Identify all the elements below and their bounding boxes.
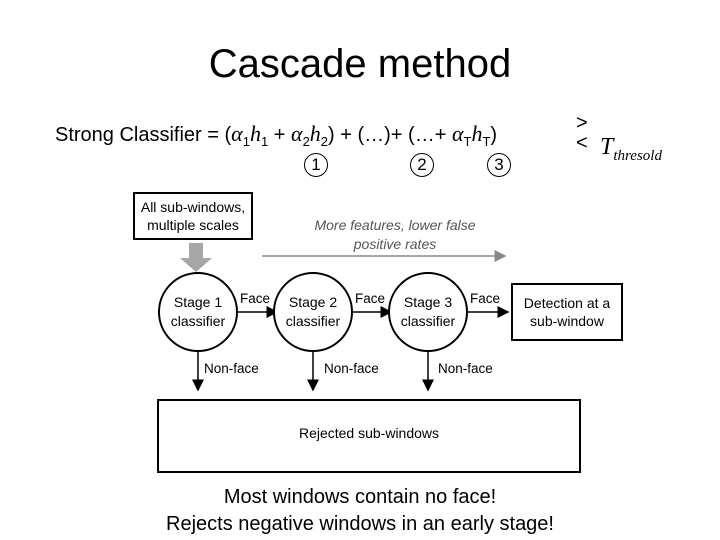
formula-middle: ) + (…)+ (…+ — [328, 124, 452, 146]
alpha-T: α — [451, 121, 464, 146]
input-box: All sub-windows, multiple scales — [133, 192, 253, 240]
marker-2: 2 — [410, 153, 434, 177]
alpha-1-sub: 1 — [242, 134, 250, 149]
rejected-box: Rejected sub-windows — [157, 399, 581, 473]
comparison-symbols: > < — [576, 113, 588, 153]
h-2: h — [309, 121, 321, 146]
h-T: h — [471, 121, 483, 146]
stage-2-classifier: Stage 2 classifier — [273, 272, 353, 352]
nonface-label-1: Non-face — [204, 361, 259, 376]
stage-1-classifier: Stage 1 classifier — [158, 272, 238, 352]
formula-close: ) — [490, 124, 498, 146]
h-1-sub: 1 — [260, 134, 269, 149]
marker-3: 3 — [487, 153, 511, 177]
detection-box: Detection at a sub-window — [511, 283, 623, 341]
face-label-1: Face — [240, 291, 271, 306]
plus-sign: + — [268, 124, 291, 146]
threshold-T: T — [600, 134, 614, 160]
alpha-2: α — [291, 121, 303, 146]
threshold-term: Tthresold — [600, 134, 662, 165]
h-2-sub: 2 — [320, 134, 329, 149]
marker-1: 1 — [304, 153, 328, 177]
threshold-sub: thresold — [613, 147, 662, 164]
formula-prefix: Strong Classifier = ( — [55, 124, 232, 146]
footer-line-2: Rejects negative windows in an early sta… — [166, 513, 554, 535]
footer-text: Most windows contain no face! Rejects ne… — [0, 484, 720, 538]
less-than: < — [576, 132, 588, 154]
alpha-2-sub: 2 — [302, 134, 310, 149]
nonface-label-2: Non-face — [324, 361, 379, 376]
more-features-label: More features, lower false positive rate… — [314, 217, 476, 252]
slide-title: Cascade method — [208, 42, 512, 86]
stage-3-classifier: Stage 3 classifier — [388, 272, 468, 352]
face-label-3: Face — [470, 291, 501, 306]
h-T-sub: T — [482, 134, 491, 149]
greater-than: > — [576, 112, 588, 134]
alpha-1: α — [231, 121, 243, 146]
alpha-T-sub: T — [463, 134, 472, 149]
input-arrow — [180, 243, 212, 272]
footer-line-1: Most windows contain no face! — [223, 486, 497, 508]
strong-classifier-formula: Strong Classifier = (α1h1 + α2h2) + (…)+… — [55, 121, 497, 149]
h-1: h — [249, 121, 261, 146]
face-label-2: Face — [355, 291, 386, 306]
nonface-label-3: Non-face — [438, 361, 493, 376]
